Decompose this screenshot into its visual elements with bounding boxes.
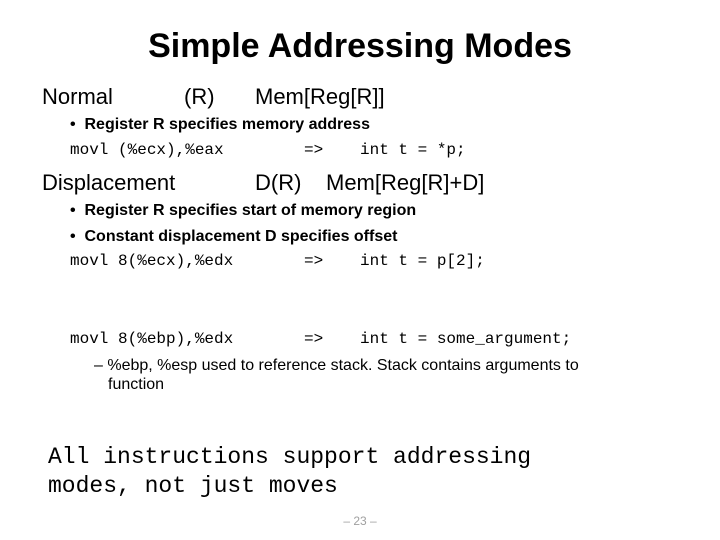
stack-note-line-1: – %ebp, %esp used to reference stack. St… [94,357,579,374]
displacement-mode-syntax: D(R) [255,170,302,195]
normal-mode-semantics: Mem[Reg[R]] [255,84,385,109]
displacement-c-code-1: int t = p[2]; [360,252,485,270]
normal-asm-code: movl (%ecx),%eax [70,141,224,159]
displacement-bullet-2: • Constant displacement D specifies offs… [70,227,397,247]
displacement-arrow-1: => [304,252,324,270]
displacement-mode-semantics: Mem[Reg[R]+D] [326,170,485,195]
normal-bullet-text: Register R specifies memory address [84,116,370,133]
stack-note-line-2: function [108,376,165,393]
bullet-dot: • [70,228,85,245]
displacement-bullet-text: Constant displacement D specifies offset [84,228,398,245]
closing-line-1: All instructions support addressing [48,444,532,470]
displacement-c-code-2: int t = some_argument; [360,330,572,348]
displacement-arrow-2: => [304,330,324,348]
slide-title: Simple Addressing Modes [148,27,572,65]
closing-line-2: modes, not just moves [48,473,338,499]
normal-c-code: int t = *p; [360,141,466,159]
normal-mode-syntax: (R) [184,84,215,109]
displacement-bullet-1: • Register R specifies start of memory r… [70,201,416,221]
normal-mode-label: Normal [42,84,113,109]
normal-arrow: => [304,141,324,159]
displacement-mode-label: Displacement [42,170,176,195]
displacement-bullet-text: Register R specifies start of memory reg… [84,202,417,219]
displacement-asm-code-1: movl 8(%ecx),%edx [70,252,234,270]
displacement-asm-code-2: movl 8(%ebp),%edx [70,330,234,348]
normal-bullet: • Register R specifies memory address [70,115,370,135]
bullet-dot: • [70,202,85,219]
bullet-dot: • [70,116,85,133]
page-number: – 23 – [343,514,377,528]
